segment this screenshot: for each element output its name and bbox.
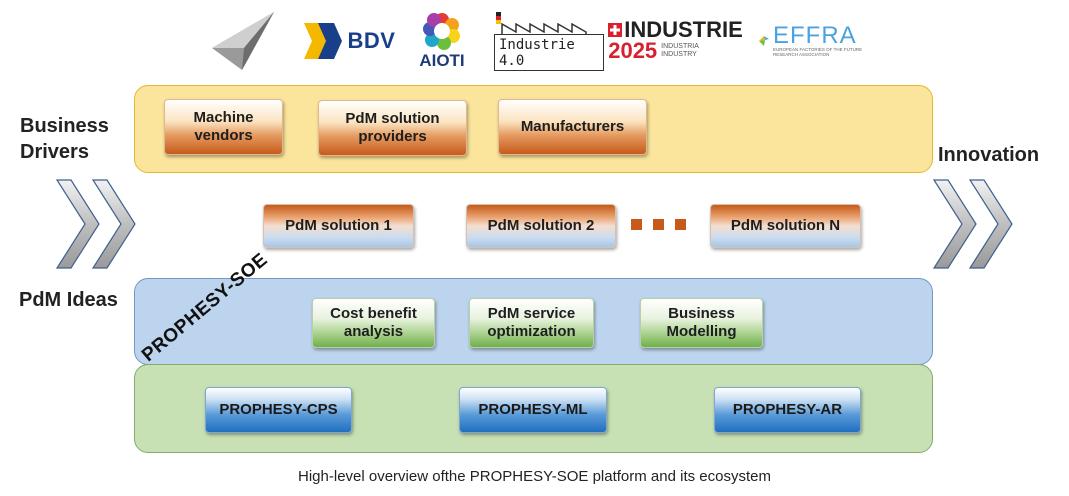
industrie2025-main-text: INDUSTRIE	[624, 17, 743, 42]
ellipsis-dots	[631, 219, 686, 230]
aioti-logo: AIOTI	[411, 10, 473, 72]
bdv-mark-icon	[303, 23, 342, 59]
effra-logo: EFFRA EUROPEAN FACTORIES OF THE FUTURE R…	[758, 10, 868, 72]
aioti-logo-text: AIOTI	[419, 51, 465, 70]
machine-vendors-box: Machine vendors	[164, 99, 283, 155]
industrie40-logo-text: Industrie 4.0	[494, 33, 604, 71]
aioti-flower-icon	[423, 13, 460, 50]
bdv-logo: BDV	[296, 10, 401, 72]
dot-icon	[631, 219, 642, 230]
pdm-solution-providers-box: PdM solution providers	[318, 100, 467, 156]
industrie2025-year-text: 2025	[608, 38, 658, 63]
prophesy-ar-box: PROPHESY-AR	[714, 387, 861, 433]
effra-tagline-text: EUROPEAN FACTORIES OF THE FUTURE RESEARC…	[773, 47, 863, 57]
industrie2025-sub1-text: INDUSTRIA	[661, 43, 699, 50]
effra-logo-text: EFFRA	[773, 22, 857, 49]
left-chevron-arrows-icon	[55, 179, 136, 269]
pdm-solution-n-box: PdM solution N	[710, 204, 861, 248]
business-drivers-label: Business Drivers	[20, 115, 109, 163]
prophesy-ml-box: PROPHESY-ML	[459, 387, 607, 433]
factory-roof-icon	[496, 11, 587, 34]
prophesy-cps-box: PROPHESY-CPS	[205, 387, 352, 433]
industrie2025-sub2-text: INDUSTRY	[661, 51, 697, 58]
figure-caption: High-level overview ofthe PROPHESY-SOE p…	[298, 468, 771, 485]
industrie40-logo: Industrie 4.0	[494, 10, 604, 72]
swiss-cross-icon	[608, 23, 623, 37]
right-chevron-arrows-icon	[932, 179, 1013, 269]
pdm-solution-1-box: PdM solution 1	[263, 204, 414, 248]
pdm-service-optimization-box: PdM service optimization	[469, 298, 594, 348]
cost-benefit-analysis-box: Cost benefit analysis	[312, 298, 435, 348]
pdm-ideas-label: PdM Ideas	[19, 289, 118, 311]
dot-icon	[653, 219, 664, 230]
business-modelling-box: Business Modelling	[640, 298, 763, 348]
partner-logo-triangle	[200, 10, 280, 72]
bdv-logo-text: BDV	[347, 28, 396, 53]
triangle-logo-icon	[212, 12, 274, 70]
effra-mark-icon	[759, 36, 769, 46]
dot-icon	[675, 219, 686, 230]
industrie2025-logo: INDUSTRIE 2025 INDUSTRIA INDUSTRY	[608, 10, 743, 72]
pdm-solution-2-box: PdM solution 2	[466, 204, 616, 248]
manufacturers-box: Manufacturers	[498, 99, 647, 155]
innovation-label: Innovation	[938, 144, 1040, 166]
